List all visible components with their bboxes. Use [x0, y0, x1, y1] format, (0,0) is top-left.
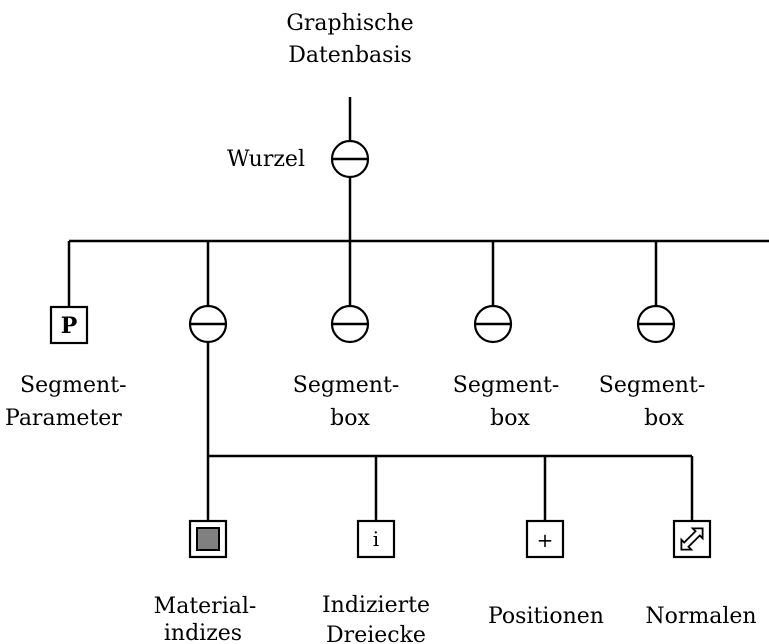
root-group-node	[330, 139, 370, 179]
material-indices-node	[188, 519, 228, 559]
normals-label: Normalen	[645, 604, 756, 629]
group-node	[188, 304, 228, 344]
positions-label: Positionen	[488, 604, 604, 629]
indexed-symbol: i	[373, 527, 379, 551]
root-title-line-1: Graphische	[286, 11, 413, 36]
segment-box-label-line-2: box	[490, 406, 530, 431]
segment-parameter-node: P	[49, 305, 89, 345]
positions-node: +	[525, 519, 565, 559]
segment-parameter-label-line-1: Segment-	[20, 373, 127, 398]
segment-box-node	[636, 304, 676, 344]
segment-box-node	[473, 304, 513, 344]
segment-parameter-label-line-2: Parameter	[5, 406, 122, 431]
segment-box-label-line-2: box	[330, 406, 370, 431]
root-node-label: Wurzel	[227, 147, 305, 172]
material-indices-label-line-2: indizes	[164, 621, 242, 644]
segment-box-label-line-1: Segment-	[599, 373, 706, 398]
segment-box-label-line-1: Segment-	[453, 373, 560, 398]
segment-box-label-line-2: box	[644, 406, 684, 431]
segment-parameter-symbol: P	[61, 313, 78, 339]
indexed-triangles-node: i	[356, 519, 396, 559]
positions-symbol: +	[537, 528, 554, 552]
segment-box-node	[330, 304, 370, 344]
double-arrow-icon	[680, 527, 704, 551]
material-swatch-icon	[196, 527, 220, 551]
material-indices-label-line-1: Material-	[154, 594, 257, 619]
indexed-triangles-label-line-2: Dreiecke	[326, 623, 426, 644]
indexed-triangles-label-line-1: Indizierte	[322, 593, 430, 618]
root-title-line-2: Datenbasis	[288, 43, 412, 68]
segment-box-label-line-1: Segment-	[293, 373, 400, 398]
normals-node	[672, 519, 712, 559]
